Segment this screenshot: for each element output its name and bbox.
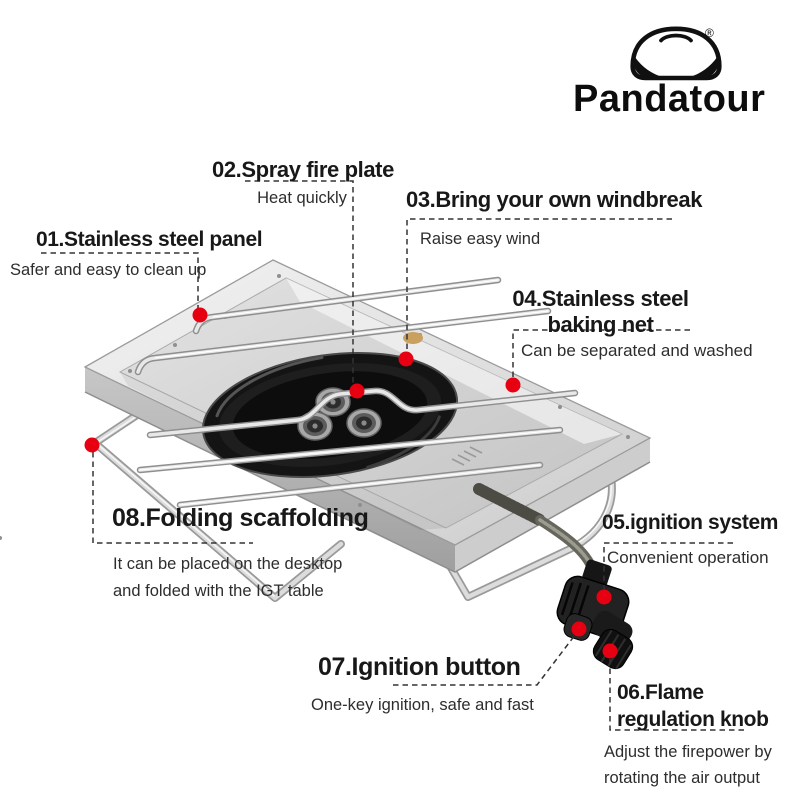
marker-dot-06 bbox=[602, 643, 618, 659]
callout-06-connector bbox=[609, 659, 747, 731]
callout-08-connector bbox=[92, 452, 253, 544]
brand-block: ® Pandatour bbox=[560, 18, 795, 120]
marker-dot-03 bbox=[398, 351, 414, 367]
callout-05-title: 05.ignition system bbox=[602, 511, 779, 534]
callout-07-description: One-key ignition, safe and fast bbox=[311, 696, 534, 714]
callout-04-title: 04.Stainless steel baking net bbox=[512, 286, 689, 337]
callout-08-description: It can be placed on the desktop and fold… bbox=[113, 555, 343, 600]
callout-05-connector bbox=[603, 542, 733, 589]
callout-01-description: Safer and easy to clean up bbox=[10, 261, 207, 279]
vent-slots bbox=[451, 446, 483, 466]
callout-02-connector bbox=[245, 180, 354, 383]
callout-connectors bbox=[41, 180, 747, 731]
panel-side-right bbox=[455, 438, 650, 572]
marker-dot-05 bbox=[596, 589, 612, 605]
burner-caps bbox=[297, 387, 382, 441]
callout-01-connector bbox=[41, 252, 199, 308]
callout-07-title: 07.Ignition button bbox=[318, 653, 521, 681]
marker-dot-04 bbox=[505, 377, 521, 393]
hose-spring bbox=[473, 483, 546, 526]
callout-04-description: Can be separated and washed bbox=[521, 341, 753, 360]
callout-03-connector bbox=[406, 218, 672, 351]
marker-dot-02 bbox=[349, 383, 365, 399]
marker-dot-07 bbox=[571, 621, 587, 637]
callout-06-title: 06.Flame regulation knob bbox=[617, 681, 769, 731]
marker-dot-01 bbox=[192, 307, 208, 323]
callout-02-description: Heat quickly bbox=[257, 189, 347, 207]
panda-logo-icon bbox=[630, 26, 722, 81]
burner-cap bbox=[297, 411, 333, 441]
ignition-assembly bbox=[556, 559, 634, 670]
callout-02-title: 02.Spray fire plate bbox=[212, 157, 394, 182]
brand-name: Pandatour bbox=[573, 78, 766, 120]
marker-dots bbox=[84, 307, 618, 659]
marker-dot-08 bbox=[84, 437, 100, 453]
tray-highlight bbox=[286, 278, 622, 444]
callout-03-description: Raise easy wind bbox=[420, 230, 541, 248]
callout-06-description: Adjust the firepower by rotating the air… bbox=[604, 743, 772, 787]
callout-01-title: 01.Stainless steel panel bbox=[36, 228, 263, 251]
callout-05-description: Convenient operation bbox=[607, 548, 769, 567]
registered-trademark: ® bbox=[705, 26, 714, 40]
callout-04-connector bbox=[512, 329, 690, 377]
burner-cap bbox=[346, 408, 382, 438]
callout-07-connector bbox=[393, 634, 576, 686]
callout-03-title: 03.Bring your own windbreak bbox=[406, 187, 703, 212]
brass-fitting-top bbox=[403, 332, 423, 344]
callout-08-title: 08.Folding scaffolding bbox=[112, 504, 369, 532]
